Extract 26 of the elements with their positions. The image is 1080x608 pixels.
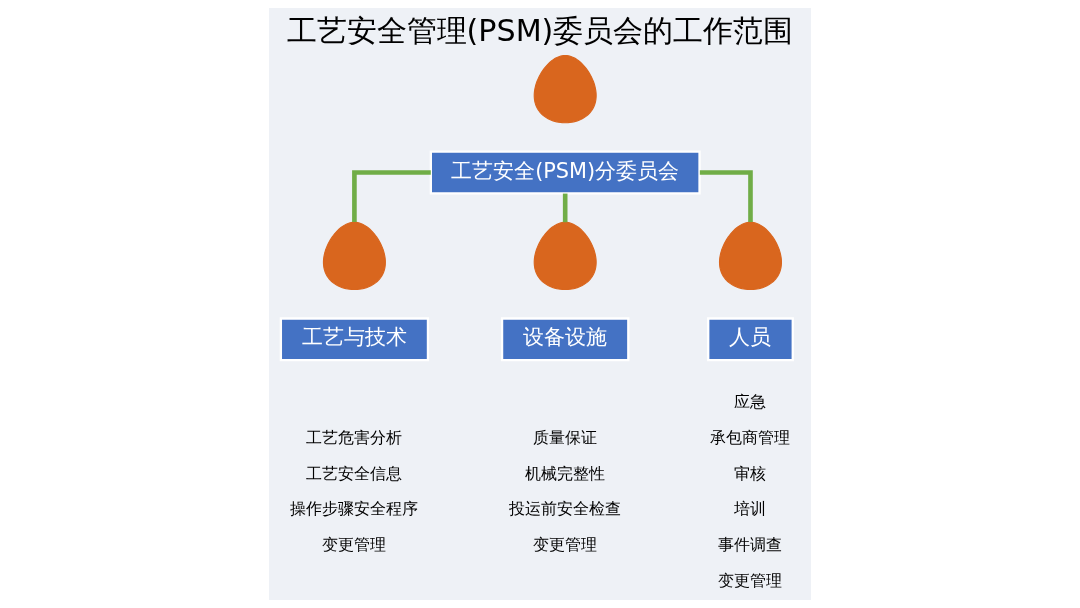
node-person bbox=[322, 221, 386, 291]
node-label: 工艺安全信息 bbox=[306, 463, 403, 483]
connector bbox=[699, 170, 753, 222]
node-label: 变更管理 bbox=[322, 535, 387, 555]
node-label: 机械完整性 bbox=[525, 463, 606, 483]
node-label: 变更管理 bbox=[533, 535, 598, 555]
node-box: 工艺安全(PSM)分委员会 bbox=[429, 150, 701, 195]
node-label: 质量保证 bbox=[533, 427, 598, 447]
connector bbox=[352, 170, 431, 222]
node-person bbox=[533, 221, 597, 291]
node-label: 变更管理 bbox=[718, 571, 783, 591]
node-person bbox=[718, 221, 783, 291]
diagram-title: 工艺安全管理(PSM)委员会的工作范围 bbox=[286, 13, 794, 49]
node-box: 工艺与技术 bbox=[279, 317, 430, 362]
node-label: 培训 bbox=[734, 499, 767, 519]
connector bbox=[562, 193, 568, 223]
node-label: 事件调查 bbox=[718, 535, 783, 555]
node-label: 承包商管理 bbox=[710, 427, 791, 447]
node-box: 人员 bbox=[707, 317, 794, 362]
node-label: 审核 bbox=[734, 463, 767, 483]
node-label: 投运前安全检查 bbox=[509, 499, 622, 519]
node-box: 设备设施 bbox=[500, 317, 630, 362]
node-person bbox=[533, 55, 597, 124]
node-label: 操作步骤安全程序 bbox=[290, 499, 419, 519]
node-label: 应急 bbox=[734, 391, 767, 411]
node-label: 工艺危害分析 bbox=[306, 427, 403, 447]
